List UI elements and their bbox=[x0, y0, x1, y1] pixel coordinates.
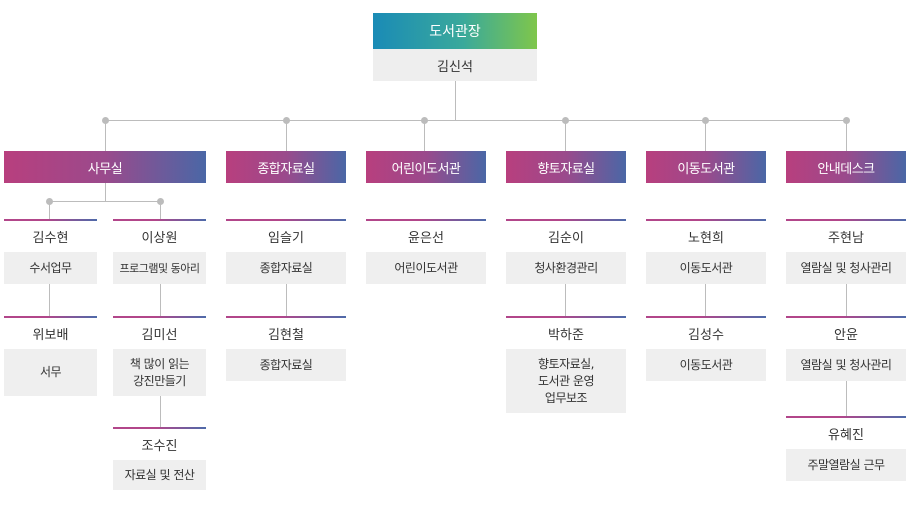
dept-office: 사무실 bbox=[4, 151, 206, 183]
connector bbox=[705, 120, 706, 151]
staff-duty: 주말열람실 근무 bbox=[786, 449, 906, 481]
connector bbox=[105, 120, 847, 121]
staff-name: 김순이 bbox=[506, 219, 626, 251]
staff-name: 유혜진 bbox=[786, 416, 906, 448]
staff-name: 김수현 bbox=[4, 219, 97, 251]
connector bbox=[49, 284, 50, 316]
staff-duty: 이동도서관 bbox=[646, 252, 766, 284]
dept-mobile-library: 이동도서관 bbox=[646, 151, 766, 183]
staff-duty: 향토자료실, 도서관 운영 업무보조 bbox=[506, 349, 626, 413]
dept-children-library: 어린이도서관 bbox=[366, 151, 486, 183]
staff-name: 노현희 bbox=[646, 219, 766, 251]
connector bbox=[565, 120, 566, 151]
connector bbox=[105, 183, 106, 201]
connector bbox=[160, 396, 161, 427]
dept-general-reading-room: 종합자료실 bbox=[226, 151, 346, 183]
staff-duty: 종합자료실 bbox=[226, 252, 346, 284]
staff-name: 임슬기 bbox=[226, 219, 346, 251]
connector bbox=[105, 120, 106, 151]
staff-name: 김미선 bbox=[113, 316, 206, 348]
connector bbox=[846, 284, 847, 316]
connector bbox=[705, 284, 706, 316]
staff-name: 이상원 bbox=[113, 219, 206, 251]
staff-duty: 어린이도서관 bbox=[366, 252, 486, 284]
connector bbox=[160, 284, 161, 316]
staff-duty: 책 많이 읽는 강진만들기 bbox=[113, 349, 206, 396]
staff-duty: 프로그램및 동아리 bbox=[113, 252, 206, 284]
connector bbox=[424, 120, 425, 151]
staff-duty: 열람실 및 청사관리 bbox=[786, 349, 906, 381]
dept-information-desk: 안내데스크 bbox=[786, 151, 906, 183]
staff-duty: 서무 bbox=[4, 349, 97, 396]
connector bbox=[49, 201, 50, 219]
staff-name: 김현철 bbox=[226, 316, 346, 348]
staff-duty: 종합자료실 bbox=[226, 349, 346, 381]
staff-duty: 열람실 및 청사관리 bbox=[786, 252, 906, 284]
director-name: 김신석 bbox=[373, 49, 537, 81]
staff-duty: 자료실 및 전산 bbox=[113, 460, 206, 490]
dept-local-history-room: 향토자료실 bbox=[506, 151, 626, 183]
staff-name: 김성수 bbox=[646, 316, 766, 348]
staff-duty: 청사환경관리 bbox=[506, 252, 626, 284]
connector bbox=[846, 120, 847, 151]
staff-duty: 수서업무 bbox=[4, 252, 97, 284]
connector bbox=[160, 201, 161, 219]
staff-name: 윤은선 bbox=[366, 219, 486, 251]
connector bbox=[846, 380, 847, 416]
connector bbox=[286, 284, 287, 316]
director-title: 도서관장 bbox=[373, 13, 537, 49]
connector bbox=[565, 284, 566, 316]
staff-name: 안윤 bbox=[786, 316, 906, 348]
connector bbox=[49, 201, 160, 202]
connector bbox=[286, 120, 287, 151]
staff-name: 위보배 bbox=[4, 316, 97, 348]
staff-name: 조수진 bbox=[113, 427, 206, 459]
connector bbox=[455, 81, 456, 120]
staff-name: 주현남 bbox=[786, 219, 906, 251]
staff-name: 박하준 bbox=[506, 316, 626, 348]
staff-duty: 이동도서관 bbox=[646, 349, 766, 381]
